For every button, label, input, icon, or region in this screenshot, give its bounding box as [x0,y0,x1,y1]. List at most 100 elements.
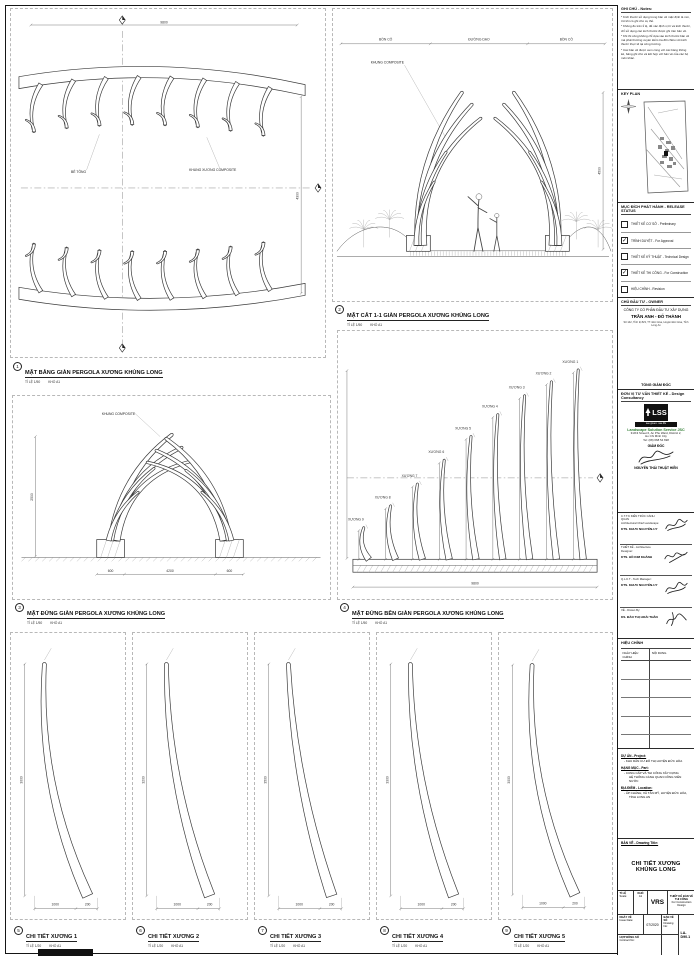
view-scale: TỈ LỆ 1/50 [352,621,368,626]
view-scale: TỈ LỆ 1/20 [270,944,286,949]
detail-drawing-2: 3200 1000 200 [141,648,221,911]
view-title-text: MẶT BẰNG GIÀN PERGOLA XƯƠNG KHỦNG LONG [25,370,163,378]
detail5-dim-w2: 200 [572,902,578,906]
consultant-sign-title: GIÁM ĐỐC [647,444,665,449]
detail3-dim-w2: 200 [329,903,335,907]
section-dim-right: 4500 [598,167,602,175]
contract-cell: HỢP ĐỒNG SỐ Contract No: [618,935,662,955]
view-title-text: CHI TIẾT XƯƠNG 3 [270,934,322,942]
view-scale: TỈ LỆ 1/50 [27,621,43,626]
detail1-dim-w2: 200 [85,903,91,907]
logo-tagline: see green...see life [635,422,677,427]
project-value: KHU DÂN CƯ ĐÔ THỊ HUYỆN ĐỨC HÒA [624,759,691,763]
person-name: KS. ĐÀO THỊ HOÀI THÂN [621,614,658,619]
view-number: 4 [340,603,349,612]
consultant-header: ĐƠN VỊ TƯ VẤN THIẾT KẾ - Design Consulta… [621,392,691,402]
date-label-en: Issue Date: [619,919,634,922]
person-name: KTS. KHƯU NGUYỄN-UY [621,583,658,588]
date-value-cell: 07/2020 [644,915,662,935]
view-scale: TỈ LỆ 1/20 [392,944,408,949]
view-title-text: MẶT CẮT 1-1 GIÀN PERGOLA XƯƠNG KHỦNG LON… [347,313,490,321]
section-dim-seg2: ĐƯỜNG DẠO [468,36,490,41]
plan-label-frame: KHUNG XƯƠNG COMPOSITE [189,168,237,172]
edge-mark [38,949,93,956]
checkbox [621,220,628,228]
revision-col-date: NGÀY HIỆU CHỈNH [621,649,651,660]
status-line2: For Construction Design [671,901,692,907]
detail1-dim-h: 3000 [19,776,23,784]
contract-label-en: Contract No: [619,939,635,942]
detail2-dim-h: 3200 [141,776,145,784]
detail4-dim-h: 3300 [385,776,389,784]
checkbox: ✓ [621,269,628,277]
consultant-sign-name: NGUYỄN THÁI THUẬT HIỀN [634,466,678,471]
view-paper: KHỔ A1 [370,323,383,328]
revision-header: HIỆU CHỈNH [621,641,644,645]
release-row-preliminary: THIẾT KẾ CƠ SỞ - Preliminary [621,217,691,233]
role-line: THIẾT KẾ - Architecture Designer: [621,545,651,553]
checkbox-label: THIẾT KẾ CƠ SỞ - Preliminary [631,222,676,227]
detail-drawing-3: 3500 1000 200 [263,648,343,911]
detail2-dim-w2: 200 [207,903,213,907]
release-row-approval: ✓ TRÌNH DUYỆT - For Approval [621,233,691,250]
view-title-text: CHI TIẾT XƯƠNG 4 [392,934,444,942]
side-dim-bottom: 9800 [471,582,479,586]
status-line1: THIẾT KẾ BẢN VẼ THI CÔNG [669,895,694,901]
revision-empty-row [621,661,691,680]
front-drawing: KHUNG COMPOSITE 600 4200 600 2500 [21,412,321,576]
checkbox-label: HIỆU CHỈNH - Revision [631,287,665,292]
side-drawing: 9800 XƯƠNG 9 XƯƠNG 8 XƯƠNG 7 XƯƠNG 6 XƯƠ… [345,360,604,589]
paper-value: A1 [638,895,643,898]
view-detail-2: 3200 1000 200 [132,632,248,920]
view-number: 1 [13,362,22,371]
lss-logo: LSS [644,404,668,421]
release-row-construction: ✓ THIẾT KẾ THI CÔNG - For Construction [621,265,691,282]
side-bone-label-9: XƯƠNG 9 [348,518,364,522]
detail3-dim-h: 3500 [263,776,267,784]
personnel-row-designer: THIẾT KẾ - Architecture Designer: KTS. H… [620,545,692,576]
side-bone-label-7: XƯƠNG 7 [402,474,418,478]
compass-icon [621,98,636,114]
view-scale: TỈ LỆ 1/50 [25,380,41,385]
plan-dim-right: 4300 [296,192,300,200]
view-paper: KHỔ A1 [293,944,306,949]
part-label: HẠNG MỤC - Part: [621,765,649,770]
location-label: ĐỊA ĐIỂM - Location: [621,785,653,790]
detail-drawing-1: 3000 1000 200 [19,648,99,911]
drawing-no-label-en: Drawing No: [663,922,674,928]
view-scale: TỈ LỆ 1/50 [347,323,363,328]
view-paper: KHỔ A1 [537,944,550,949]
view-paper: KHỔ A1 [415,944,428,949]
revision-empty-row [621,716,691,735]
section-dim-seg1: BỒN CỎ [379,36,393,41]
view-title-text: CHI TIẾT XƯƠNG 5 [514,934,566,942]
tree-icon [645,408,651,416]
revision-table-header: NGÀY HIỆU CHỈNH NỘI DUNG [621,648,691,661]
drawing-no-label: BẢN VẼ SỐ [663,916,674,922]
person-name: KTS. HỒ KIM KHÁNH [621,555,653,560]
owner-company-line1: CÔNG TY CỔ PHẦN ĐẦU TƯ XÂY DỰNG [623,308,689,312]
view-plan: 9800 BÊ TÔNG KHUNG XƯƠNG COMPOSITE 4300 [10,8,326,358]
project-section: DỰ ÁN - Project: KHU DÂN CƯ ĐÔ THỊ HUYỆN… [618,749,694,839]
owner-section: CHỦ ĐẦU TƯ - OWNER CÔNG TY CỔ PHẦN ĐẦU T… [618,298,694,390]
project-label: DỰ ÁN - Project: [621,753,647,758]
notes-section: GHI CHÚ - Notes: * Kích thước sử dụng tr… [618,5,694,90]
checkbox [621,285,628,293]
view-number: 5 [14,926,23,935]
consultant-tel: Tel: (08) 668 54 698 [643,438,669,443]
view-title-text: CHI TIẾT XƯƠNG 2 [148,934,200,942]
personnel-row-drawn-by: VẼ - Drawn By: KS. ĐÀO THỊ HOÀI THÂN [620,608,692,639]
consultant-addr1: 31/K3 Street 6, An Phu Ward, District 2, [630,430,682,435]
front-label-frame: KHUNG COMPOSITE [102,412,136,416]
view-front: KHUNG COMPOSITE 600 4200 600 2500 [12,395,331,600]
release-row-revision: HIỆU CHỈNH - Revision [621,282,691,297]
title-block: GHI CHÚ - Notes: * Kích thước sử dụng tr… [617,5,694,955]
role-line: Q.L.K.T - Tech Manager: [621,576,652,581]
front-dim-b1: 600 [108,569,114,573]
view-number: 2 [335,305,344,314]
view-number: 6 [136,926,145,935]
